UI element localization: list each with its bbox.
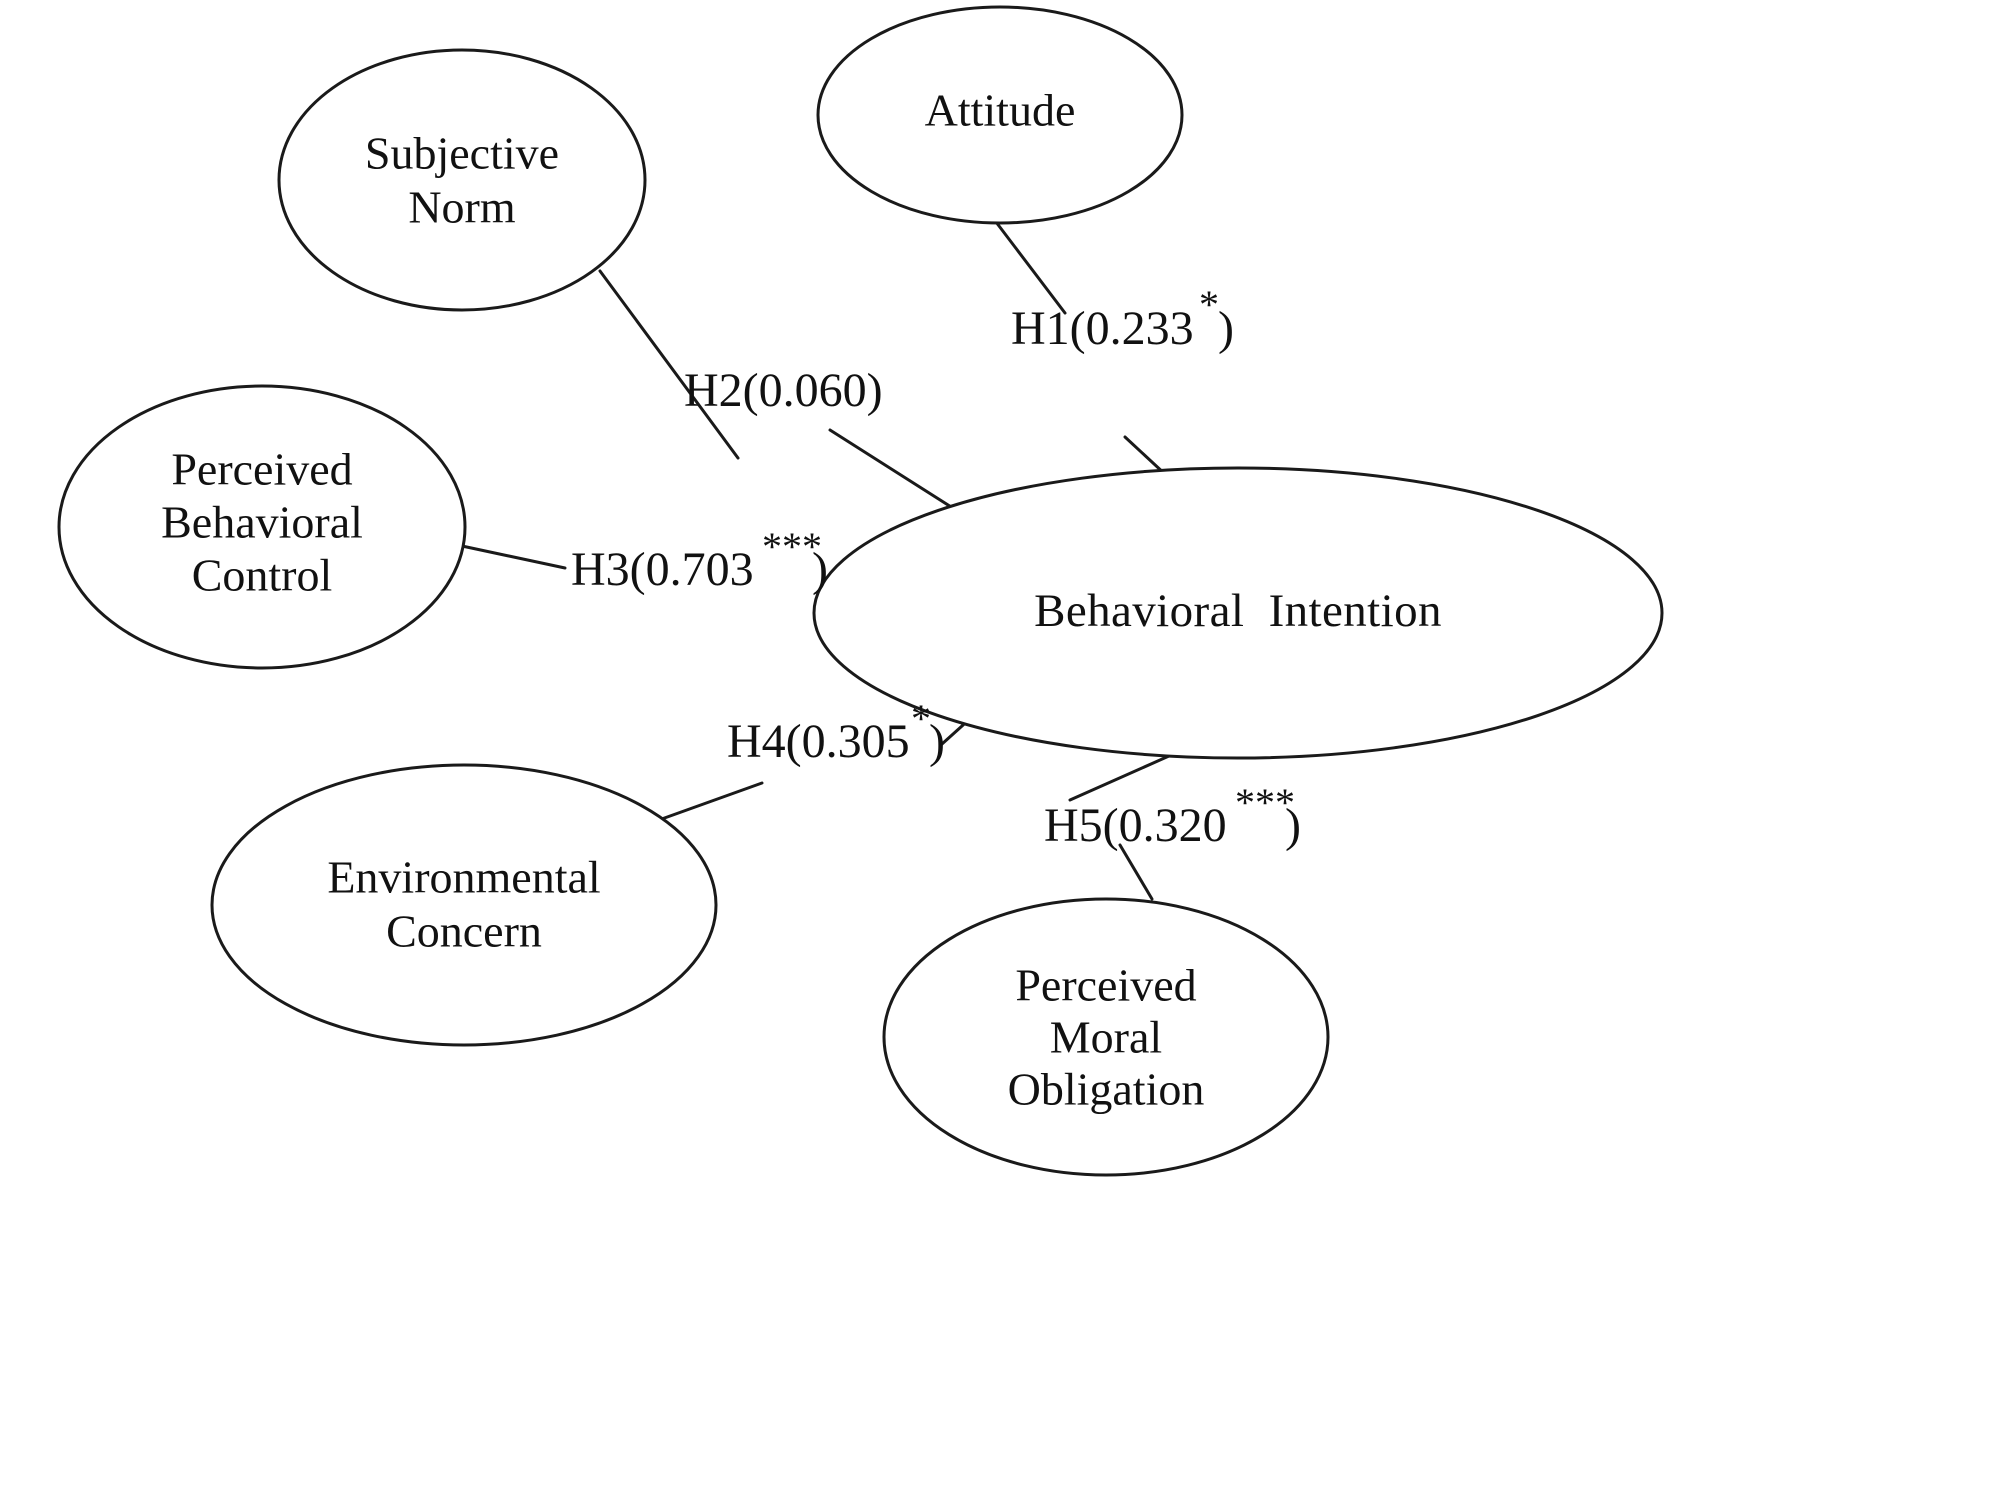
path-h1-segment-upper [994,220,1067,315]
h2-label-text: H2(0.060) [684,364,883,417]
h1-label-text: H1(0.233 [1011,302,1194,355]
behavioral-intention-label: Behavioral Intention [1034,585,1442,637]
pbc-label-line3: Control [192,550,333,601]
pbc-label-line2: Behavioral [161,497,363,548]
pmo-label-line1: Perceived [1015,960,1196,1011]
h5-label-paren: ) [1285,799,1301,852]
h3-significance-stars: *** [762,524,822,569]
node-environmental-concern[interactable]: Environmental Concern [210,763,718,1047]
pbc-label-line1: Perceived [171,444,352,495]
path-h2-segment-upper [598,269,740,460]
node-perceived-behavioral-control[interactable]: Perceived Behavioral Control [57,384,467,670]
hypothesis-label-h2: H2(0.060) [684,364,883,417]
pmo-label-line2: Moral [1050,1012,1162,1063]
h1-label-paren: ) [1218,302,1234,355]
environmental-concern-label-line1: Environmental [327,852,600,903]
subjective-norm-label-line2: Norm [408,182,516,233]
hypothesis-label-h1: H1(0.233 * ) [1011,282,1234,355]
attitude-ellipse[interactable] [816,5,1184,225]
node-attitude[interactable]: Attitude [816,5,1184,225]
h1-significance-star: * [1199,282,1219,327]
environmental-concern-ellipse[interactable] [210,763,718,1047]
hypothesis-label-h5: H5(0.320 *** ) [1044,780,1301,852]
h3-label-paren: ) [812,543,828,596]
h5-label-text: H5(0.320 [1044,799,1227,852]
node-perceived-moral-obligation[interactable]: Perceived Moral Obligation [882,897,1330,1177]
hypothesis-label-h3: H3(0.703 *** ) [571,524,828,596]
node-behavioral-intention[interactable]: Behavioral Intention [812,466,1664,760]
environmental-concern-label-line2: Concern [386,906,542,957]
h5-significance-stars: *** [1235,780,1295,825]
perceived-moral-obligation-ellipse[interactable] [882,897,1330,1177]
pmo-label-line3: Obligation [1008,1064,1205,1115]
attitude-label: Attitude [925,85,1076,136]
behavioral-intention-ellipse[interactable] [812,466,1664,760]
perceived-behavioral-control-ellipse[interactable] [57,384,467,670]
path-h5-segment-lower [1118,843,1154,901]
hypothesis-label-h4: H4(0.305 * ) [727,696,945,768]
path-h3-segment-left [460,544,567,570]
path-h4-segment-left [643,781,764,827]
h3-label-text: H3(0.703 [571,543,754,596]
h4-label-paren: ) [929,715,945,768]
h4-label-text: H4(0.305 [727,715,910,768]
node-subjective-norm[interactable]: Subjective Norm [277,48,647,312]
subjective-norm-ellipse[interactable] [277,48,647,312]
subjective-norm-label-line1: Subjective [365,128,559,179]
h4-significance-star: * [911,696,931,741]
